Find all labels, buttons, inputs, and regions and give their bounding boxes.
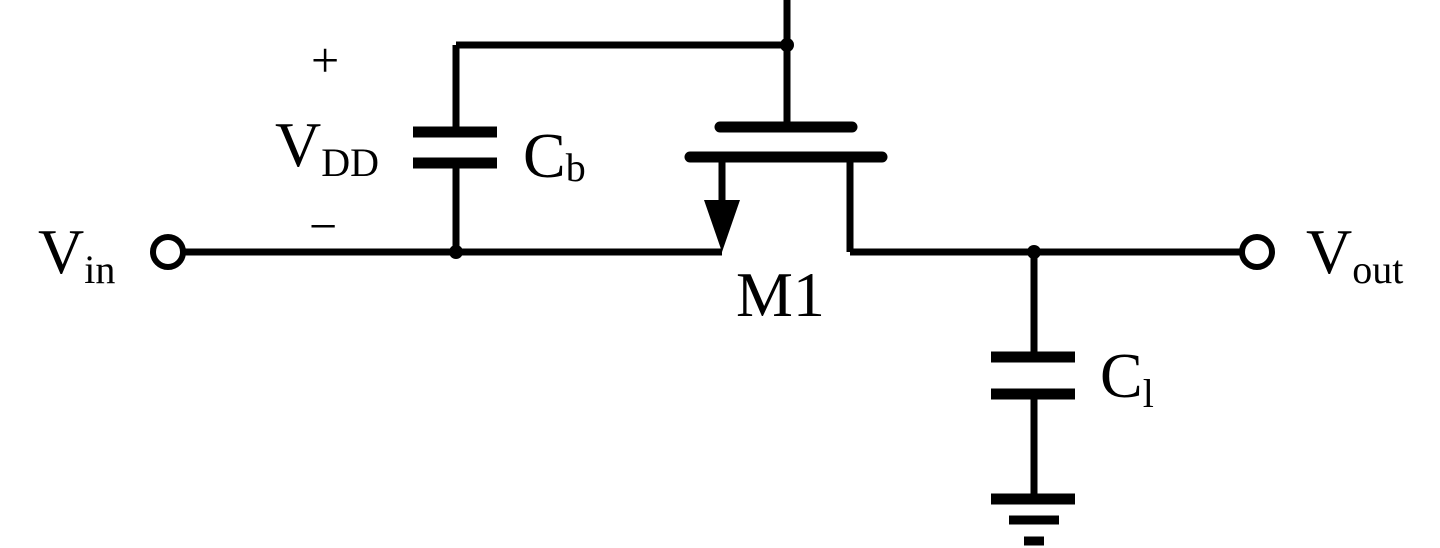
vdd-minus-sign: − bbox=[309, 198, 337, 254]
vout-terminal bbox=[1239, 234, 1275, 270]
cl-label: Cl bbox=[1100, 340, 1154, 416]
cb-label: Cb bbox=[523, 120, 586, 191]
vin-label: Vin bbox=[38, 216, 115, 292]
junction-input bbox=[449, 245, 463, 259]
junction-gate bbox=[780, 38, 794, 52]
m1-source-arrow bbox=[704, 200, 740, 252]
vin-terminal bbox=[150, 234, 186, 270]
junction-output bbox=[1027, 245, 1041, 259]
vout-label: Vout bbox=[1306, 216, 1403, 292]
vdd-plus-sign: + bbox=[311, 32, 339, 88]
vdd-label: VDD bbox=[275, 109, 379, 185]
m1-label: M1 bbox=[736, 259, 825, 330]
